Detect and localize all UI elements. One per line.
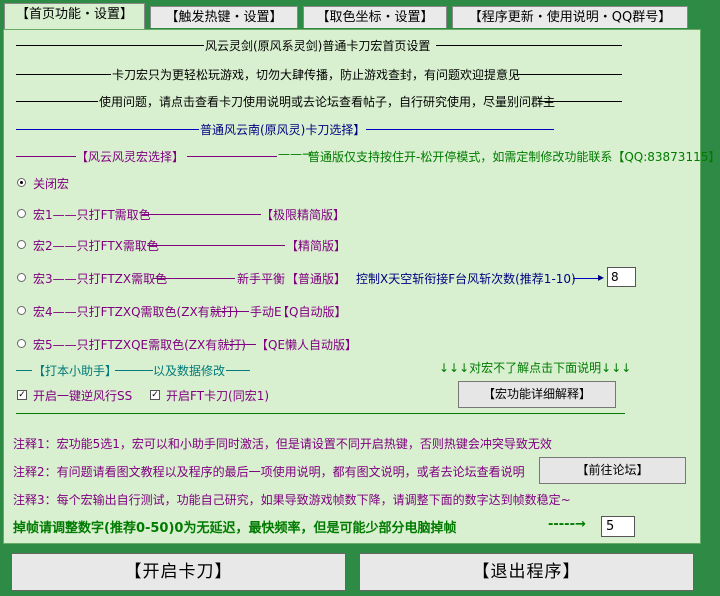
macro3-tag: 【普通版】: [286, 272, 347, 286]
macro5-label: 宏5——只打FTZXQE需取色(ZX有就打): [33, 338, 246, 352]
macro4-mid: 手动E: [250, 305, 282, 319]
arrow-right-icon: -----→: [548, 517, 586, 532]
frame-delay-label: 掉帧请调整数字(推荐0-50)0为无延迟，最快频率，但是可能少部分电脑掉帧: [13, 521, 457, 536]
section-title: 普通风云南(原风灵)卡刀选择】: [200, 123, 366, 137]
tab-update-help-qq[interactable]: 【程序更新・使用说明・QQ群号】: [452, 6, 688, 28]
macro1-label: 宏1——只打FT需取色: [33, 208, 151, 222]
divider: [16, 45, 204, 46]
tab-home-settings[interactable]: 【首页功能・设置】: [4, 3, 145, 30]
macro-select-label: 【风云风灵宏选择】: [76, 150, 185, 164]
macro-explain-button[interactable]: 【宏功能详细解释】: [458, 381, 616, 408]
macro-off-radio[interactable]: [17, 178, 26, 187]
macro5-tag: 【QE懒人自动版】: [256, 338, 358, 352]
macro4-radio[interactable]: [17, 306, 26, 315]
divider: [16, 156, 76, 157]
macro3-mid: 新手平衡: [237, 272, 286, 286]
forum-button[interactable]: 【前往论坛】: [539, 457, 686, 484]
divider: [538, 101, 622, 102]
macro4-label: 宏4——只打FTZXQ需取色(ZX有就打): [33, 305, 239, 319]
macro3-radio[interactable]: [17, 273, 26, 282]
exit-program-button[interactable]: 【退出程序】: [359, 553, 694, 591]
page-title: 风云灵剑(原风系灵剑)普通卡刀宏首页设置: [205, 39, 431, 53]
divider: [514, 74, 622, 75]
ft-combo-label: 开启FT卡刀(同宏1): [166, 389, 270, 403]
divider: [16, 74, 111, 75]
divider: [573, 278, 601, 279]
arrow-right-icon: ——→: [278, 147, 313, 161]
data-modify-label: 以及数据修改: [153, 364, 226, 378]
tab-hotkey-settings[interactable]: 【触发热键・设置】: [150, 6, 298, 28]
divider: [366, 129, 554, 130]
divider: [224, 344, 256, 345]
wind-ss-checkbox[interactable]: ✓: [17, 390, 27, 400]
macro2-label: 宏2——只打FTX需取色: [33, 239, 159, 253]
ft-combo-checkbox[interactable]: ✓: [150, 390, 160, 400]
divider: [226, 370, 250, 371]
combo-count-label: 控制X天空斩衔接F台风斩次数(推荐1-10): [356, 272, 576, 286]
usage-hint-text: 使用问题，请点击查看卡刀使用说明或去论坛查看帖子，自行研究使用，尽量别问群主: [99, 95, 556, 109]
divider: [142, 214, 261, 215]
note-3: 注释3：每个宏输出自行测试，功能自己研究，如果导致游戏帧数下降，请调整下面的数字…: [13, 493, 571, 507]
note-2: 注释2：有问题请看图文教程以及程序的最后一项使用说明，都有图文说明，或者去论坛查…: [13, 465, 525, 479]
divider: [436, 45, 622, 46]
divider: [16, 370, 32, 371]
divider: [187, 156, 277, 157]
divider: [211, 311, 249, 312]
version-note: 普通版仅支持按住开-松开停模式，如需定制修改功能联系【QQ:83873115】: [308, 150, 720, 164]
disclaimer-text: 卡刀宏只为更轻松玩游戏，切勿大肆传播，防止游戏查封，有问题欢迎提意见: [112, 68, 521, 82]
macro5-radio[interactable]: [17, 339, 26, 348]
helper-title: 【打本小助手】: [33, 364, 118, 378]
tab-bar: 【首页功能・设置】 【触发热键・设置】 【取色坐标・设置】 【程序更新・使用说明…: [0, 0, 704, 30]
start-combo-button[interactable]: 【开启卡刀】: [11, 553, 346, 591]
divider: [147, 245, 285, 246]
tab-color-coords-settings[interactable]: 【取色坐标・设置】: [303, 6, 447, 28]
macro2-radio[interactable]: [17, 240, 26, 249]
macro1-radio[interactable]: [17, 209, 26, 218]
macro2-tag: 【精简版】: [286, 239, 347, 253]
wind-ss-label: 开启一键逆风行SS: [33, 389, 133, 403]
divider: [16, 101, 98, 102]
macro3-label: 宏3——只打FTZX需取色: [33, 272, 168, 286]
arrow-right-icon: ▸: [598, 270, 605, 284]
note-1: 注释1：宏功能5选1，宏可以和小助手同时激活，但是请设置不同开启热键，否则热键会…: [13, 437, 552, 451]
divider: [115, 370, 153, 371]
combo-count-input[interactable]: 8: [607, 267, 636, 287]
macro1-tag: 【极限精简版】: [261, 208, 346, 222]
explain-hint: ↓↓↓对宏不了解点击下面说明↓↓↓: [439, 361, 632, 375]
frame-delay-input[interactable]: 5: [601, 516, 635, 537]
divider: [153, 278, 235, 279]
macro4-tag: 【Q自动版】: [277, 305, 347, 319]
divider: [16, 129, 199, 130]
macro-off-label: 关闭宏: [33, 177, 70, 191]
divider: [16, 413, 625, 414]
